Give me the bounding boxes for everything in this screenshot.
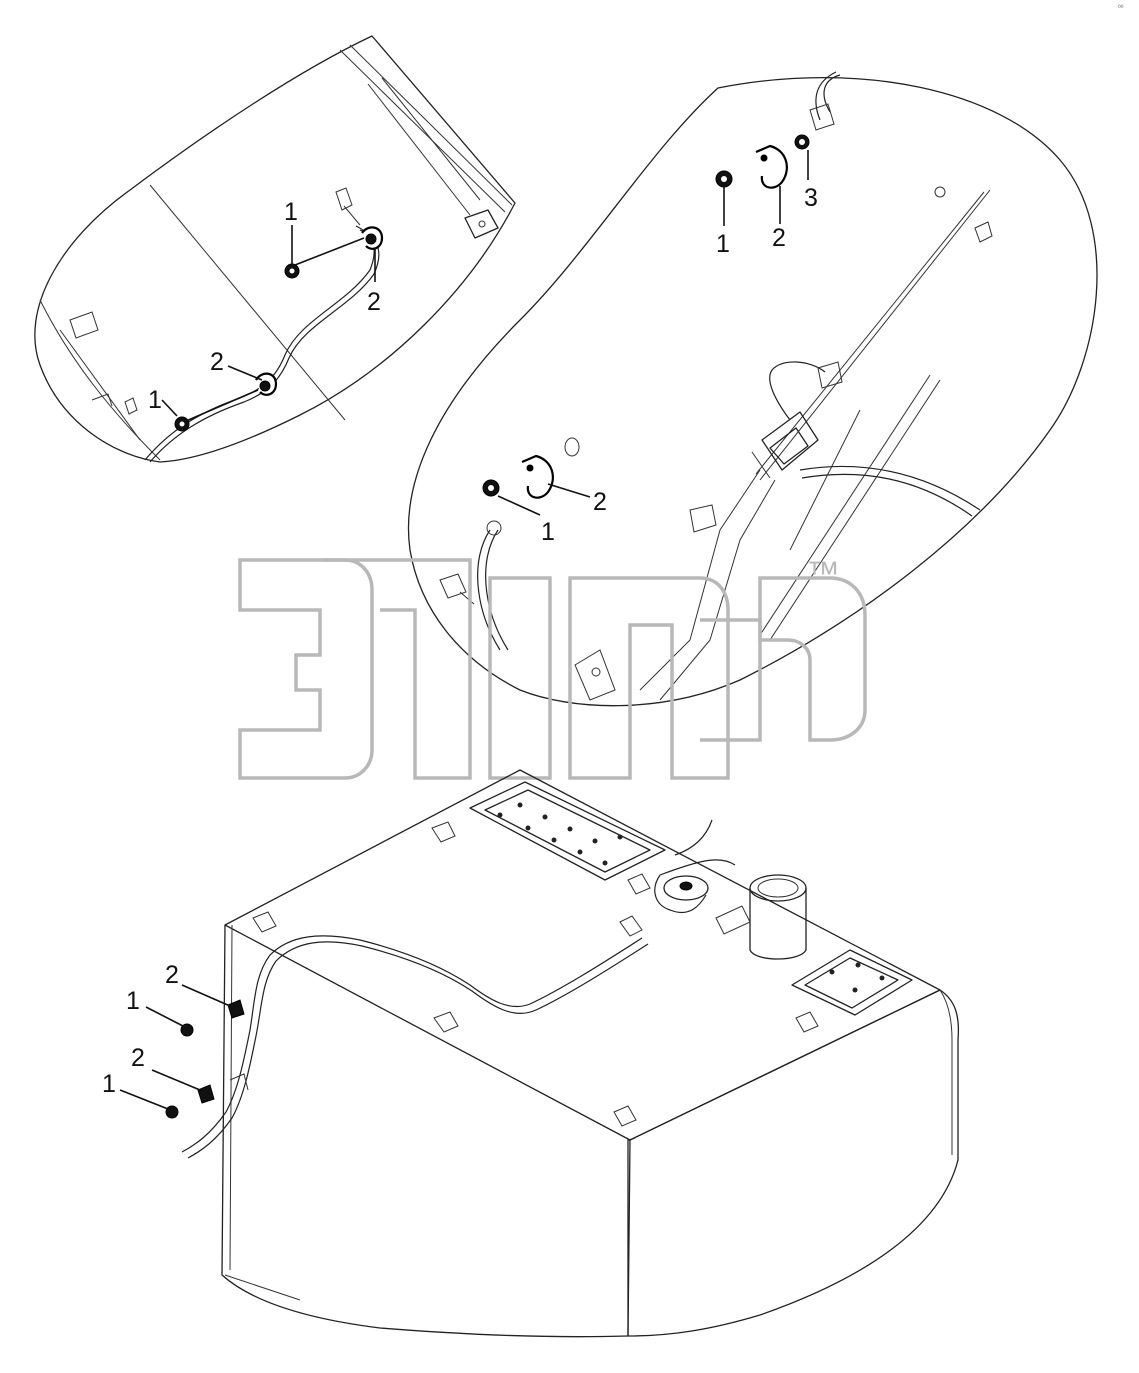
- detail-view-right: 1 2 3 2 1: [407, 71, 1098, 707]
- tank-front: [627, 989, 960, 1337]
- pipe-clip-right-lower: [521, 454, 554, 499]
- detail-view-left: 1 2 2 1: [34, 35, 516, 463]
- callout-label: 2: [210, 348, 224, 376]
- callout-label: 1: [102, 1070, 116, 1098]
- bolt-icon: [482, 479, 500, 497]
- callout-label: 2: [593, 488, 607, 516]
- watermark-logo: ™: [238, 555, 867, 780]
- bolt-icon: [174, 416, 190, 432]
- tank-left: [221, 924, 629, 1338]
- callout-label: 2: [131, 1044, 145, 1072]
- bolt-icon: [715, 170, 733, 188]
- pipe-clip-right-upper: [755, 144, 788, 189]
- callout-label: 1: [284, 198, 298, 226]
- bolt-icon: [165, 1105, 179, 1119]
- tank-top: [224, 769, 941, 1141]
- callout-label: 3: [804, 184, 818, 212]
- callout-label: 2: [772, 224, 786, 252]
- callout-label: 1: [716, 230, 730, 258]
- pipe-clip-tank-upper: [227, 999, 245, 1019]
- nut-icon: [794, 134, 810, 150]
- detail-right-outline: [407, 76, 1098, 707]
- callout-label: 1: [148, 386, 162, 414]
- callout-label: 2: [367, 288, 381, 316]
- callout-label: 1: [541, 518, 555, 546]
- callout-label: 2: [165, 961, 179, 989]
- detail-left-outline: [34, 35, 516, 463]
- watermark-tm: ™: [806, 555, 840, 593]
- bolt-icon: [180, 1023, 194, 1037]
- corner-mark: ⁰⁰: [1118, 4, 1124, 12]
- fuel-tank: 2 1 2 1: [102, 769, 960, 1338]
- bolt-icon: [284, 263, 300, 279]
- callout-label: 1: [126, 987, 140, 1015]
- pipe-clip-tank-lower: [197, 1084, 215, 1104]
